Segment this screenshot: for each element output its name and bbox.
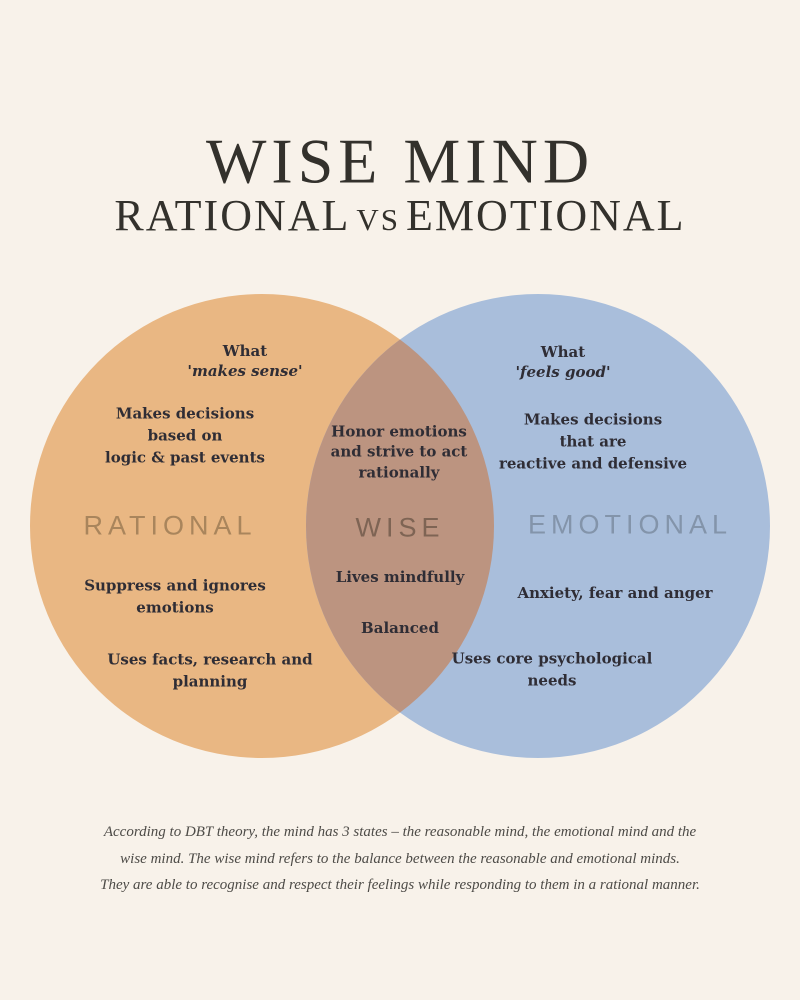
text-line: Uses facts, research and (107, 650, 313, 669)
text-line: Suppress and ignores (84, 576, 266, 595)
text-line: planning (172, 672, 248, 690)
text-line: According to DBT theory, the mind has 3 … (103, 823, 697, 840)
text-line: reactive and defensive (498, 453, 688, 472)
text-line: 'makes sense' (187, 362, 303, 380)
text-line: What (540, 342, 586, 361)
text-line: rationally (358, 463, 440, 482)
rational-label: RATIONAL (83, 510, 257, 541)
rational-suppress-text: Suppress and ignores emotions (84, 575, 266, 619)
wise-mindfully-text: Lives mindfully (335, 568, 465, 587)
page-title: WISE MIND (205, 125, 595, 197)
text-line: based on (147, 426, 223, 445)
text-line: Honor emotions (331, 422, 467, 441)
emotional-label: EMOTIONAL (527, 509, 733, 540)
text-line: What (222, 341, 268, 360)
subtitle-emotional: EMOTIONAL (406, 191, 686, 241)
dbt-caption: According to DBT theory, the mind has 3 … (100, 819, 700, 899)
subtitle-vs: VS (356, 202, 401, 238)
text-line: They are able to recognise and respect t… (100, 877, 700, 894)
text-line: that are (559, 432, 627, 451)
wise-label: WISE (355, 512, 445, 543)
emotional-decisions-text: Makes decisions that are reactive and de… (499, 409, 687, 474)
text-line: needs (527, 671, 577, 689)
text-line: 'feels good' (515, 363, 611, 381)
wise-balanced-text: Balanced (361, 619, 439, 638)
text-line: Makes decisions (523, 410, 663, 429)
rational-decisions-text: Makes decisions based on logic & past ev… (105, 403, 265, 468)
rational-facts-text: Uses facts, research and planning (107, 649, 312, 693)
text-line: logic & past events (105, 447, 265, 466)
subtitle-rational: RATIONAL (114, 191, 351, 241)
overlap-lens (306, 294, 494, 758)
emotional-anxiety-text: Anxiety, fear and anger (517, 584, 713, 603)
emotional-what-text: What 'feels good' (515, 342, 610, 383)
text-line: emotions (136, 598, 214, 616)
text-line: Uses core psychological (451, 649, 653, 668)
text-line: and strive to act (330, 442, 468, 461)
wise-honor-text: Honor emotions and strive to act rationa… (331, 422, 468, 483)
text-line: Makes decisions (115, 404, 255, 423)
emotional-needs-text: Uses core psychological needs (452, 648, 653, 692)
rational-what-text: What 'makes sense' (187, 341, 302, 382)
text-line: wise mind. The wise mind refers to the b… (120, 850, 680, 867)
